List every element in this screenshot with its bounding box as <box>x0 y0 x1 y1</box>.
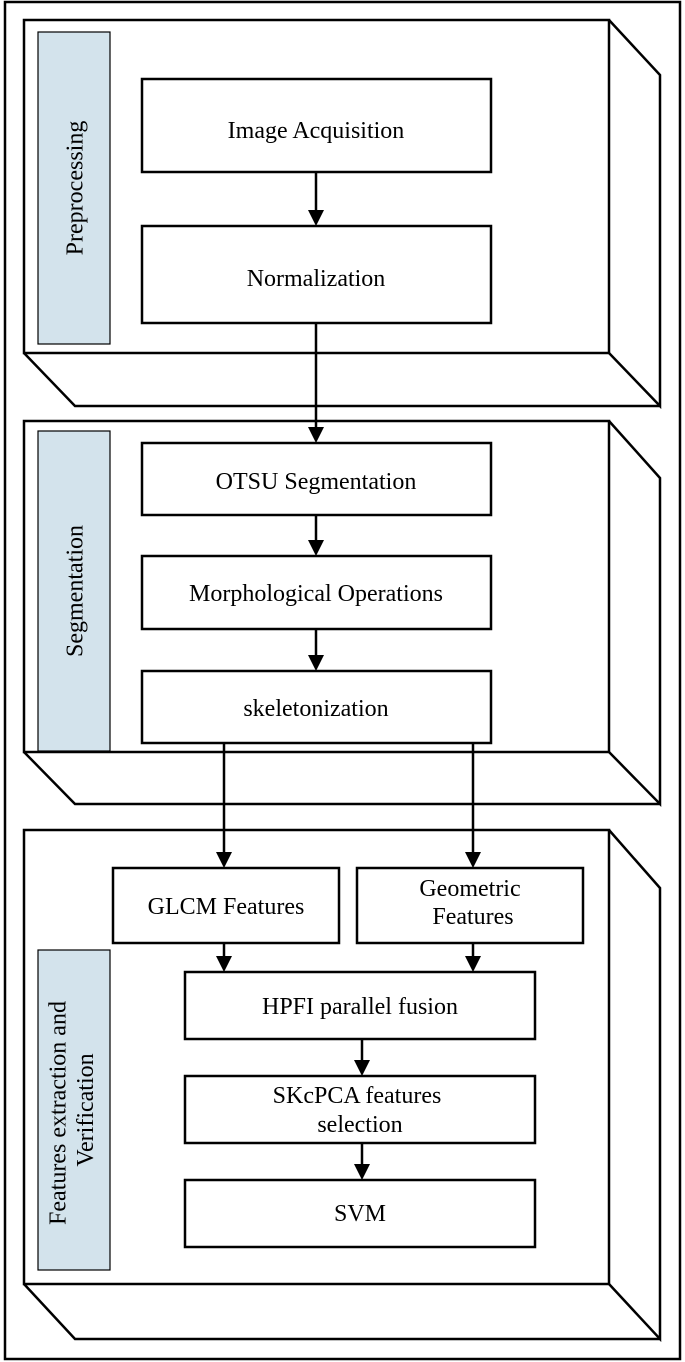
arrow-hpfi-to-skcpca <box>354 1039 370 1076</box>
stage-label-box <box>37 430 111 752</box>
step-otsu-segmentation: OTSU Segmentation <box>140 441 493 517</box>
step-box <box>140 77 493 174</box>
step-box <box>140 554 493 631</box>
step-normalization: Normalization <box>140 224 493 325</box>
arrow-skeletonization-to-glcm <box>216 743 232 868</box>
step-geometric-features: Geometric Features <box>355 866 585 945</box>
step-label: Morphological Operations <box>189 581 443 607</box>
arrow-skcpca-to-svm <box>354 1143 370 1180</box>
step-box <box>140 224 493 325</box>
stage-label-preprocessing: Preprocessing <box>62 121 88 256</box>
arrow-acquisition-to-normalization <box>308 172 324 226</box>
step-label: HPFI parallel fusion <box>262 994 458 1020</box>
step-label: GLCM Features <box>148 894 305 920</box>
step-morphological-operations: Morphological Operations <box>140 554 493 631</box>
step-box <box>183 1178 537 1249</box>
step-box <box>140 441 493 517</box>
step-glcm-features: GLCM Features <box>111 866 341 945</box>
arrow-geometric-to-hpfi <box>465 943 481 972</box>
stage-depth-right <box>608 19 662 410</box>
stage-depth-bottom <box>23 352 660 408</box>
step-hpfi-parallel-fusion: HPFI parallel fusion <box>183 970 537 1041</box>
step-svm: SVM <box>183 1178 537 1249</box>
stage-depth-right <box>608 829 662 1343</box>
outer-frame <box>3 0 682 1361</box>
step-label: Geometric Features <box>419 876 526 930</box>
step-label: SVM <box>334 1201 386 1227</box>
stage-label-features-extraction: Features extraction and Verification <box>46 995 100 1225</box>
stage-depth-bottom <box>23 751 660 806</box>
arrow-normalization-to-otsu <box>308 323 324 443</box>
step-label: Image Acquisition <box>228 118 405 144</box>
step-label: SKcPCA features selection <box>273 1083 448 1138</box>
step-label: OTSU Segmentation <box>216 469 417 495</box>
step-image-acquisition: Image Acquisition <box>140 77 493 174</box>
step-box <box>183 970 537 1041</box>
step-box <box>111 866 341 945</box>
stage-depth-right <box>608 420 662 808</box>
step-box <box>355 866 585 945</box>
arrow-glcm-to-hpfi <box>216 943 232 972</box>
step-skeletonization: skeletonization <box>140 669 493 745</box>
step-box <box>140 669 493 745</box>
step-label: Normalization <box>247 266 386 292</box>
arrow-skeletonization-to-geometric <box>465 743 481 868</box>
stage-label-segmentation: Segmentation <box>62 525 88 657</box>
stage-label-box <box>37 949 111 1271</box>
arrow-otsu-to-morphological <box>308 515 324 556</box>
step-label: skeletonization <box>243 696 388 722</box>
step-box <box>183 1074 537 1145</box>
arrow-morphological-to-skeletonization <box>308 629 324 671</box>
step-skcpca-features-selection: SKcPCA features selection <box>183 1074 537 1145</box>
stage-label-box <box>37 31 111 345</box>
stage-depth-bottom <box>23 1283 660 1341</box>
